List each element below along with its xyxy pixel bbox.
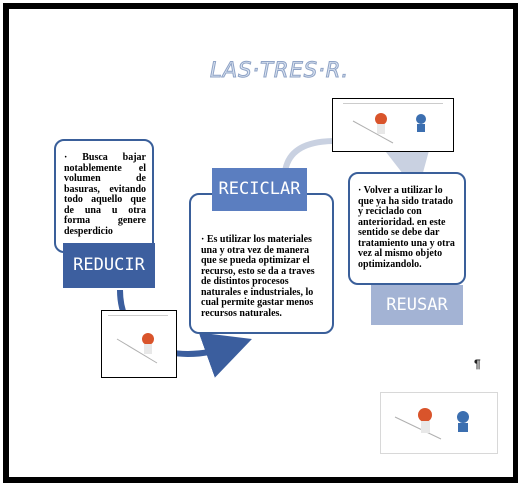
reusar-label: REUSAR xyxy=(371,285,463,325)
reciclar-description: Es utilizar los materiales una y otra ve… xyxy=(201,234,315,319)
reusar-description: Volver a utilizar lo que ya ha sido trat… xyxy=(358,185,455,270)
paragraph-mark: ¶ xyxy=(474,357,481,371)
cartoon-kid-icon xyxy=(108,315,168,364)
picture-top xyxy=(332,98,454,152)
cartoon-kids-icon xyxy=(343,103,443,144)
picture-bottom-right xyxy=(380,392,498,454)
reducir-label: REDUCIR xyxy=(63,243,155,288)
reciclar-description-box: Es utilizar los materiales una y otra ve… xyxy=(189,193,334,334)
picture-bottom-left xyxy=(101,310,177,378)
diagram-title: LAS·TRES·R. xyxy=(210,58,350,83)
reducir-description: Busca bajar notablemente el volumen de b… xyxy=(64,152,146,237)
reducir-description-box: Busca bajar notablemente el volumen de b… xyxy=(54,139,154,253)
reciclar-label: RECICLAR xyxy=(212,168,307,211)
reusar-description-box: Volver a utilizar lo que ya ha sido trat… xyxy=(348,172,466,285)
cartoon-kids-icon xyxy=(394,408,469,440)
